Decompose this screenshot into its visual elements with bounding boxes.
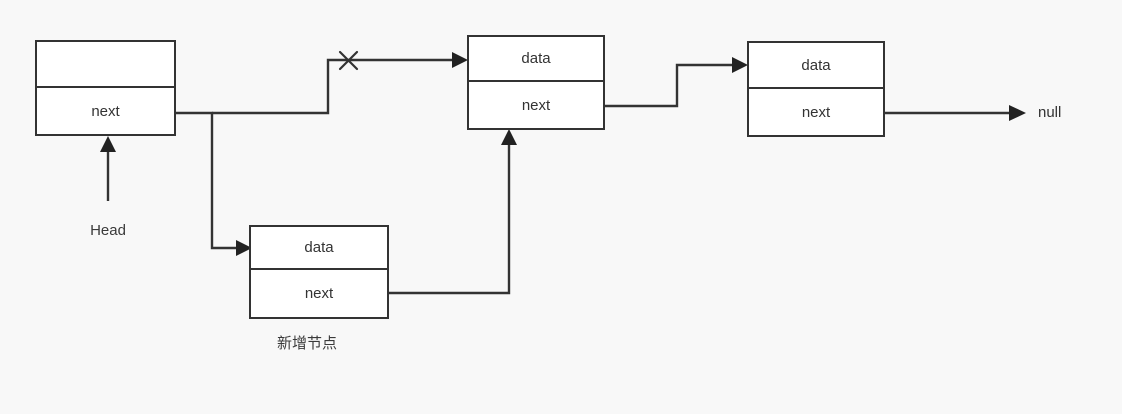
node-b-next-cell [467,80,605,130]
node-b-data-cell [467,35,605,82]
node-c-data-label: data [801,57,831,74]
new-node-data-label: data [304,239,334,256]
connector-node-b-to-node-c [604,57,748,108]
new-node-next-label: next [305,285,334,302]
node-b-data-label: data [521,50,551,67]
connector-head-to-node-b-broken [212,50,468,115]
broken-link-cross-icon [338,50,359,71]
connector-node-c-to-null [884,105,1026,121]
node-b-next-label: next [522,97,551,114]
head-label: Head [90,222,126,239]
node-c[interactable]: data next [747,41,885,137]
arrowhead-into-node-c [732,57,748,73]
connector-head-pointer [100,136,116,201]
arrowhead-into-new-node [236,240,252,256]
null-label: null [1038,104,1061,121]
node-c-next-label: next [802,104,831,121]
node-c-next-cell [747,87,885,137]
new-node-next-cell [249,268,389,319]
arrowhead-into-null [1009,105,1026,121]
head-node[interactable]: next [35,40,176,136]
connector-head-to-new-node [175,111,252,256]
arrowhead-head-pointer [100,136,116,152]
new-node[interactable]: data next [249,225,389,319]
node-b[interactable]: data next [467,35,605,130]
connector-new-node-to-node-b [388,129,517,295]
arrowhead-into-node-b-new [501,129,517,145]
head-node-next-label: next [91,103,120,120]
new-node-caption: 新增节点 [277,335,337,352]
head-node-data-cell [35,40,176,88]
head-node-next-cell [35,86,176,136]
arrowhead-into-node-b-old [452,52,468,68]
